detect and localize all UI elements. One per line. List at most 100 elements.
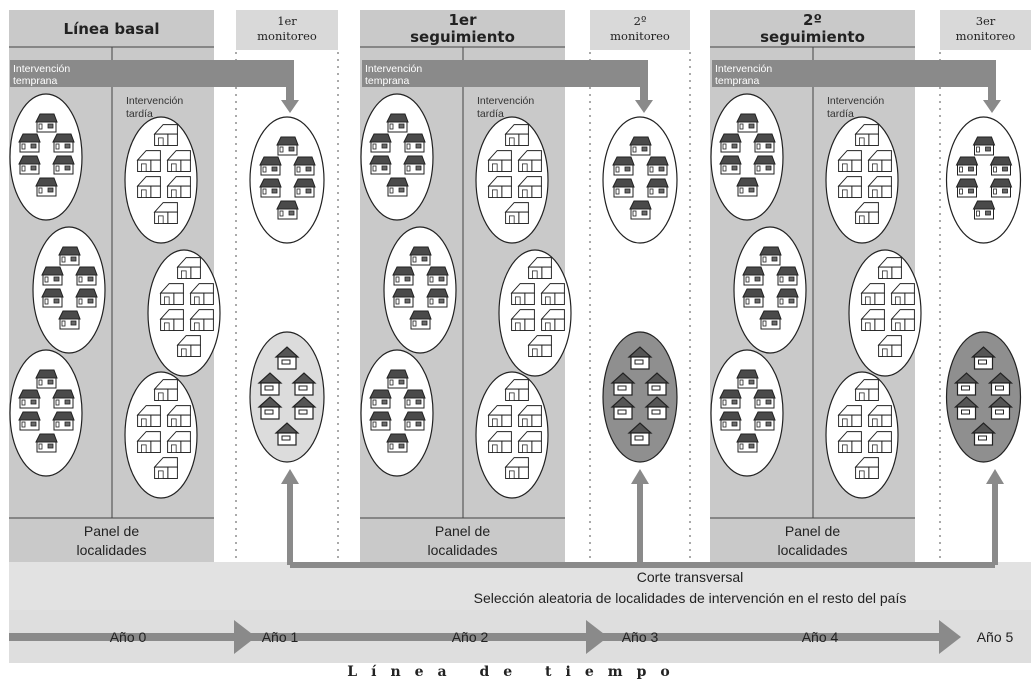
- cluster-ellipse: [710, 93, 784, 221]
- panel-title: Línea basal: [64, 20, 160, 38]
- house-icon: [291, 372, 317, 396]
- barn-icon: [153, 379, 178, 401]
- barn-icon: [860, 283, 885, 305]
- house-window: [985, 146, 991, 152]
- house-roof: [18, 155, 41, 165]
- barn-side: [554, 292, 565, 305]
- house-roof: [972, 136, 996, 146]
- early-intervention-label: temprana: [13, 75, 58, 87]
- house-door: [38, 379, 43, 386]
- house-wall: [410, 318, 431, 330]
- barn-door: [509, 215, 515, 224]
- house-icon: [403, 133, 426, 153]
- house-icon: [293, 178, 316, 198]
- barn-icon: [176, 335, 201, 357]
- house-door: [389, 379, 394, 386]
- barn-side: [150, 440, 161, 453]
- barn-side: [518, 388, 529, 401]
- house-wall: [630, 144, 651, 156]
- house-icon: [257, 372, 283, 396]
- house-roof: [403, 155, 426, 165]
- house-roof: [426, 288, 449, 298]
- house-roof: [753, 411, 776, 421]
- house-wall: [974, 144, 994, 156]
- barn-door: [141, 189, 147, 198]
- house-window: [748, 379, 755, 385]
- house-door: [262, 188, 267, 195]
- house-window: [415, 399, 422, 405]
- barn-icon: [189, 283, 214, 305]
- house-window: [658, 188, 665, 194]
- barn-icon: [510, 309, 535, 331]
- barn-door: [158, 392, 164, 401]
- house-door: [44, 298, 49, 305]
- house-window: [754, 298, 761, 304]
- house-wall: [36, 377, 57, 389]
- year-label: Año 5: [977, 629, 1014, 645]
- house-icon: [955, 156, 979, 176]
- barn-icon: [867, 176, 892, 198]
- house-roof: [35, 433, 58, 443]
- house-icon: [989, 156, 1013, 176]
- house-icon: [369, 155, 392, 175]
- house-door: [296, 166, 301, 173]
- locality-cluster-icon: [825, 116, 899, 244]
- locality-cluster-icon: [945, 331, 1022, 463]
- barn-door: [515, 322, 521, 331]
- house-icon: [386, 433, 409, 453]
- house-window: [651, 409, 661, 415]
- barn-door: [171, 444, 177, 453]
- barn-icon: [890, 283, 915, 305]
- house-window: [271, 188, 278, 194]
- house-icon: [776, 266, 799, 286]
- house-icon: [41, 288, 64, 308]
- house-roof: [403, 133, 426, 143]
- house-window: [381, 165, 388, 171]
- house-icon: [426, 288, 449, 308]
- arrow-head: [635, 100, 653, 113]
- house-wall: [743, 274, 764, 286]
- barn-side: [868, 211, 879, 224]
- barn-door: [532, 348, 538, 357]
- house-door: [649, 166, 654, 173]
- house-wall: [737, 377, 758, 389]
- house-wall: [991, 164, 1011, 176]
- house-roof: [409, 310, 432, 320]
- house-icon: [610, 396, 636, 420]
- barn-side: [851, 440, 862, 453]
- barn-icon: [867, 405, 892, 427]
- house-icon: [52, 155, 75, 175]
- barn-icon: [867, 150, 892, 172]
- barn-side: [167, 211, 178, 224]
- house-icon: [776, 288, 799, 308]
- house-roof: [629, 200, 652, 210]
- barn-icon: [136, 405, 161, 427]
- barn-side: [554, 318, 565, 331]
- house-roof: [955, 178, 979, 188]
- house-door: [262, 166, 267, 173]
- cross-section-subtitle: Selección aleatoria de localidades de in…: [474, 590, 907, 606]
- house-roof: [989, 156, 1013, 166]
- locality-cluster-icon: [733, 226, 807, 354]
- barn-door: [872, 189, 878, 198]
- house-icon: [386, 113, 409, 133]
- house-wall: [260, 186, 281, 198]
- house-roof: [386, 113, 409, 123]
- barn-icon: [487, 405, 512, 427]
- house-window: [64, 143, 71, 149]
- house-window: [961, 409, 970, 415]
- house-window: [271, 166, 278, 172]
- early-intervention-label: Intervención: [715, 63, 772, 75]
- house-wall: [370, 397, 391, 409]
- barn-door: [842, 444, 848, 453]
- house-roof: [719, 133, 742, 143]
- barn-door: [872, 444, 878, 453]
- arrow-head: [281, 100, 299, 113]
- barn-door: [865, 322, 871, 331]
- house-window: [281, 359, 291, 365]
- house-icon: [52, 389, 75, 409]
- house-wall: [19, 397, 40, 409]
